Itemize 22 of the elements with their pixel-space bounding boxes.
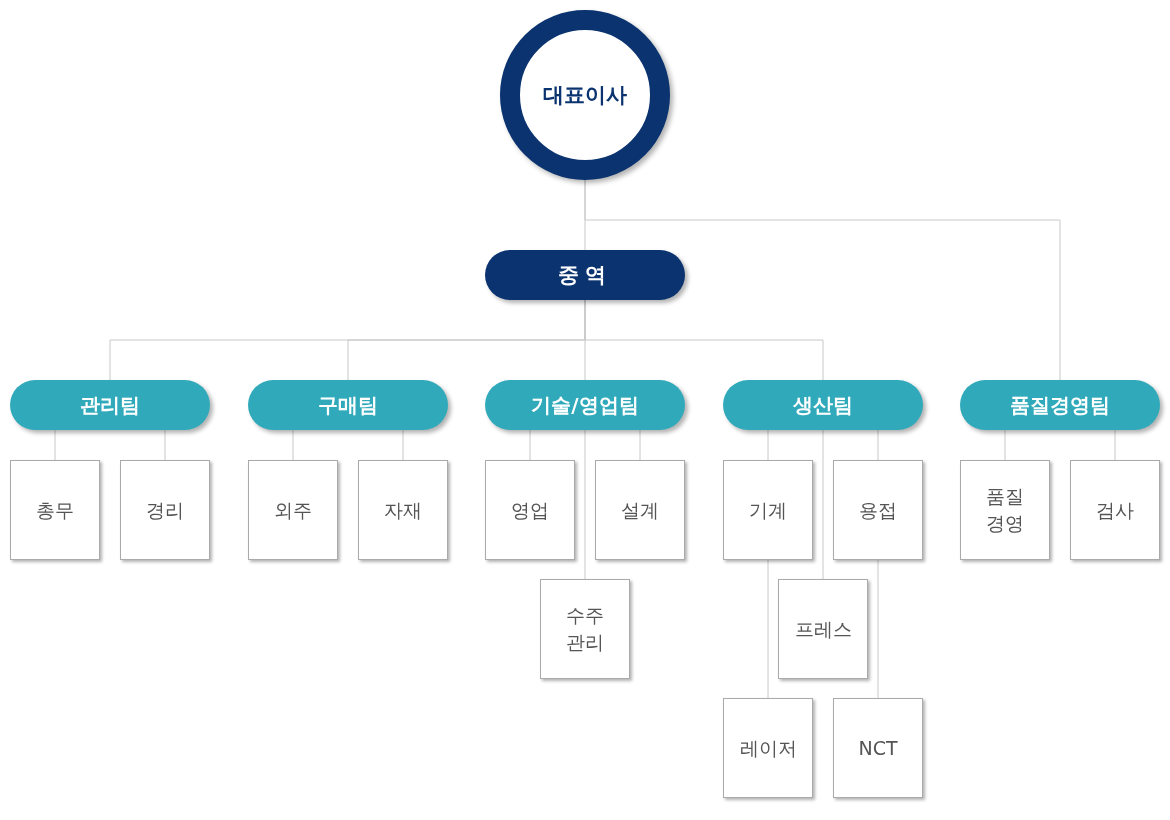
department-box: 설계 [595, 460, 685, 560]
department-box: NCT [833, 698, 923, 798]
department-box: 용접 [833, 460, 923, 560]
connector-line [584, 179, 1061, 381]
department-box: 영업 [485, 460, 575, 560]
executive-pill: 중역 [485, 250, 685, 300]
team-pill: 생산팀 [723, 380, 923, 430]
department-box: 수주 관리 [540, 579, 630, 679]
department-box: 외주 [248, 460, 338, 560]
department-box: 기계 [723, 460, 813, 560]
department-box: 자재 [358, 460, 448, 560]
team-pill: 구매팀 [248, 380, 448, 430]
ceo-circle: 대표이사 [500, 10, 670, 180]
department-box: 경리 [120, 460, 210, 560]
department-box: 프레스 [778, 579, 868, 679]
department-box: 총무 [10, 460, 100, 560]
team-pill: 관리팀 [10, 380, 210, 430]
department-box: 품질 경영 [960, 460, 1050, 560]
department-box: 검사 [1070, 460, 1160, 560]
department-box: 레이저 [723, 698, 813, 798]
team-pill: 품질경영팀 [960, 380, 1160, 430]
team-pill: 기술/영업팀 [485, 380, 685, 430]
